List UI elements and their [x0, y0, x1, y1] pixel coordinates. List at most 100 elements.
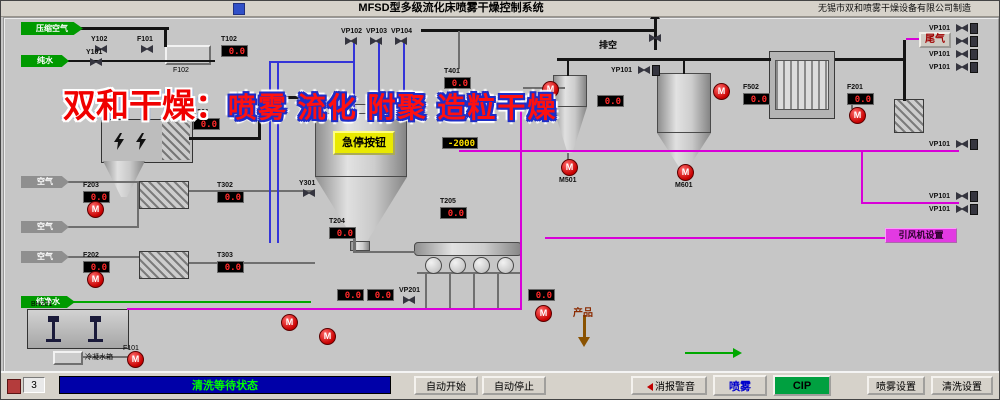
valve-VP104-5-icon[interactable]	[395, 37, 407, 45]
pipe-segment	[353, 41, 355, 114]
pipe-segment	[258, 96, 261, 140]
display-value-3: -2000	[442, 137, 478, 149]
display-F502: 0.0	[743, 93, 770, 105]
clean-settings-button[interactable]: 清洗设置	[931, 376, 993, 395]
heat-exchanger	[769, 51, 835, 119]
cip-return-arrow-icon	[733, 348, 747, 358]
heater-filter-zone	[162, 122, 190, 160]
valve-VP101-10-actuator	[970, 23, 978, 34]
pump-0[interactable]: M	[87, 201, 104, 218]
pipe-segment	[353, 239, 356, 252]
valve-F101-1-icon[interactable]	[141, 45, 153, 53]
alarm-indicator-icon	[7, 379, 21, 394]
display-label-T201: T201	[193, 109, 209, 116]
spray-settings-button[interactable]: 喷雾设置	[867, 376, 925, 395]
heat-exchanger-tubes	[775, 60, 829, 110]
pump-3[interactable]: M	[281, 314, 298, 331]
mix-tank	[27, 309, 129, 349]
tag-6: BH201	[31, 301, 53, 308]
valve-VP103-4-icon[interactable]	[370, 37, 382, 45]
pump-M501[interactable]: M	[561, 159, 578, 176]
valve-YP101-7-icon[interactable]	[638, 66, 650, 74]
valve-VP101-16-icon[interactable]	[956, 205, 968, 213]
display-value-15: 0.0	[597, 95, 624, 107]
valve-Y301-6-icon[interactable]	[303, 189, 315, 197]
auto-stop-button[interactable]: 自动停止	[482, 376, 546, 395]
valve-VP101-10-icon[interactable]	[956, 24, 968, 32]
rotary-valve[interactable]	[425, 257, 442, 274]
pipe-segment	[67, 181, 139, 183]
valve-VP101-14-actuator	[970, 139, 978, 150]
alarm-counter: 3	[23, 377, 45, 393]
valve-VP104-5-label: VP104	[391, 28, 413, 35]
valve-VP101-12-icon[interactable]	[956, 50, 968, 58]
pump-9[interactable]: M	[849, 107, 866, 124]
air-heater-1	[139, 181, 189, 209]
valve-VP101-15-icon[interactable]	[956, 192, 968, 200]
valve-Y101-2-icon[interactable]	[90, 58, 102, 66]
valve-VP101-14-icon[interactable]	[956, 140, 968, 148]
pipe-segment	[906, 38, 920, 40]
tower-outlet	[350, 241, 370, 251]
valve-VP101-13-icon[interactable]	[956, 63, 968, 71]
pipe-segment	[567, 58, 569, 76]
pipe-segment	[458, 31, 460, 69]
pump-1[interactable]: M	[87, 271, 104, 288]
pump-2[interactable]: M	[127, 351, 144, 368]
agitator-icon	[88, 316, 103, 342]
display-label-T204: T204	[329, 218, 345, 225]
emergency-stop-button[interactable]: 急停按钮	[333, 131, 395, 155]
pump-label-M501: M501	[559, 177, 577, 184]
air-heater-2	[139, 251, 189, 279]
pipe-segment	[520, 101, 522, 310]
display-T302: 0.0	[217, 191, 244, 203]
tag-5: F101	[123, 345, 139, 352]
pipe-segment	[683, 58, 685, 74]
control-bar: 3 清洗等待状态 自动开始 自动停止 消报警音 喷雾 CIP 喷雾设置 清洗设置	[1, 371, 999, 399]
display-label-T205: T205	[440, 198, 456, 205]
product-arrow-icon	[578, 337, 590, 353]
pump-label-M601: M601	[675, 182, 693, 189]
pipe-segment	[71, 301, 311, 303]
pipe-segment	[835, 58, 905, 61]
pipe-segment	[425, 272, 427, 310]
spray-mode-button[interactable]: 喷雾	[713, 375, 767, 396]
valve-VP101-12-label: VP101	[929, 51, 951, 58]
fluid-bed	[414, 242, 522, 256]
display-T303: 0.0	[217, 261, 244, 273]
valve-vent-9-icon[interactable]	[649, 34, 661, 42]
valve-Y102-0-icon[interactable]	[95, 45, 107, 53]
auto-start-button[interactable]: 自动开始	[414, 376, 478, 395]
pipe-segment	[903, 40, 906, 101]
pump-M601[interactable]: M	[677, 164, 694, 181]
fan-settings-button[interactable]: 引风机设置	[885, 228, 957, 243]
valve-VP101-11-icon[interactable]	[956, 37, 968, 45]
pump-8[interactable]: M	[713, 83, 730, 100]
mute-alarm-button[interactable]: 消报警音	[631, 376, 707, 395]
rotary-valve[interactable]	[449, 257, 466, 274]
valve-VP201-8-icon[interactable]	[403, 296, 415, 304]
pipe-segment	[258, 96, 318, 99]
pump-4[interactable]: M	[319, 328, 336, 345]
rotary-valve[interactable]	[497, 257, 514, 274]
pipe-segment	[83, 356, 129, 358]
valve-VP101-11-actuator	[970, 36, 978, 47]
electric-heater	[101, 119, 193, 163]
valve-VP102-3-icon[interactable]	[345, 37, 357, 45]
inlet-arrow-5: 纯净水	[21, 296, 75, 308]
rotary-valve[interactable]	[473, 257, 490, 274]
valve-VP101-16-label: VP101	[929, 206, 951, 213]
cip-button[interactable]: CIP	[773, 375, 831, 396]
display-value-14: 0.0	[528, 289, 555, 301]
pipe-segment	[137, 183, 139, 227]
pipe-segment	[545, 237, 887, 239]
pipe-segment	[269, 61, 353, 63]
valve-YP101-7-label: YP101	[611, 67, 633, 74]
valve-VP102-3-label: VP102	[341, 28, 363, 35]
pump-5[interactable]: M	[542, 81, 559, 98]
display-T201: 0.0	[193, 118, 220, 130]
pipe-segment	[421, 29, 657, 32]
pump-10[interactable]: M	[535, 305, 552, 322]
display-T401: 0.0	[444, 77, 471, 89]
